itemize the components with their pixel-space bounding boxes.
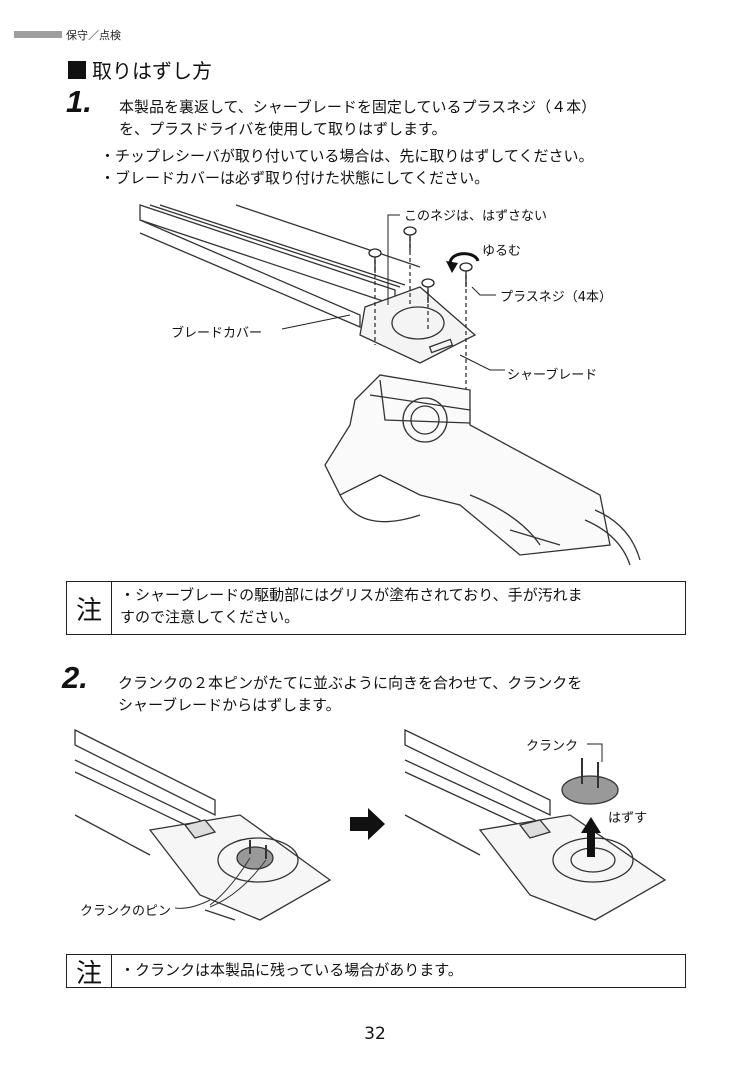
note-1-line1: ・シャーブレードの駆動部にはグリスが塗布されており、手が汚れま <box>120 586 583 604</box>
tool-body <box>324 374 611 556</box>
step-1-number: 1. <box>66 84 92 119</box>
figure-2-before <box>74 728 332 921</box>
label-crank: クランク <box>526 739 579 754</box>
figure-1-illustration <box>139 204 641 566</box>
step-2-text-line1: クランクの２本ピンがたてに並ぶように向きを合わせて、クランクを <box>118 674 583 692</box>
note-2-text: ・クランクは本製品に残っている場合があります。 <box>112 955 471 987</box>
step-1-text-line1: 本製品を裏返して、シャーブレードを固定しているプラスネジ（４本） <box>119 98 597 116</box>
label-blade-cover: ブレードカバー <box>171 326 263 341</box>
note-2-box: 注 ・クランクは本製品に残っている場合があります。 <box>66 954 686 989</box>
label-screws: プラスネジ（4本） <box>500 290 613 305</box>
screw-icon <box>403 226 417 251</box>
crank-part <box>561 758 619 805</box>
shear-blade-plate <box>359 286 477 364</box>
section-title-text: 取りはずし方 <box>92 59 212 83</box>
drive-gear <box>402 397 448 443</box>
arrow-right-icon <box>350 808 385 840</box>
screw-icon <box>459 262 473 287</box>
label-no-remove: このネジは、はずさない <box>404 209 548 224</box>
note-1-line2: すので注意してください。 <box>120 608 300 626</box>
figure-2-illustration <box>74 728 667 921</box>
step-1-bullets: ・チップレシーバが取り付いている場合は、先に取りはずしてください。 ・ブレードカ… <box>100 145 594 189</box>
step-1-text-line2: を、プラスドライバを使用して取りはずします。 <box>119 120 447 138</box>
header-label: 保守／点検 <box>66 29 121 42</box>
screw-icon <box>368 248 382 273</box>
step-1-text: 本製品を裏返して、シャーブレードを固定しているプラスネジ（４本） を、プラスドラ… <box>119 96 596 140</box>
arrow-up-icon <box>581 817 601 857</box>
step-1-bullet-1: ・チップレシーバが取り付いている場合は、先に取りはずしてください。 <box>100 147 594 165</box>
note-1-text: ・シャーブレードの駆動部にはグリスが塗布されており、手が汚れま すので注意してく… <box>112 582 591 634</box>
label-remove: はずす <box>608 811 648 826</box>
label-crank-pin: クランクのピン <box>80 904 172 919</box>
page-number: 32 <box>364 1024 386 1044</box>
step-2-text-line2: シャーブレードからはずします。 <box>118 696 341 714</box>
label-loosen: ゆるむ <box>482 244 522 259</box>
note-1-box: 注 ・シャーブレードの駆動部にはグリスが塗布されており、手が汚れま すので注意し… <box>66 581 686 635</box>
step-1-bullet-2: ・ブレードカバーは必ず取り付けた状態にしてください。 <box>100 169 490 187</box>
figure-2-after <box>404 728 667 921</box>
blade-cover-rail <box>139 204 396 306</box>
note-1-icon: 注 <box>67 582 112 634</box>
square-bullet-icon <box>68 60 86 79</box>
header-bar <box>14 31 62 38</box>
label-shear-blade: シャーブレード <box>507 368 598 383</box>
screw-icon <box>421 278 435 303</box>
step-2-text: クランクの２本ピンがたてに並ぶように向きを合わせて、クランクを シャーブレードか… <box>118 672 582 716</box>
section-title: 取りはずし方 <box>68 55 212 84</box>
note-2-line1: ・クランクは本製品に残っている場合があります。 <box>120 961 463 979</box>
step-2-number: 2. <box>62 660 88 695</box>
note-2-icon: 注 <box>67 955 112 989</box>
